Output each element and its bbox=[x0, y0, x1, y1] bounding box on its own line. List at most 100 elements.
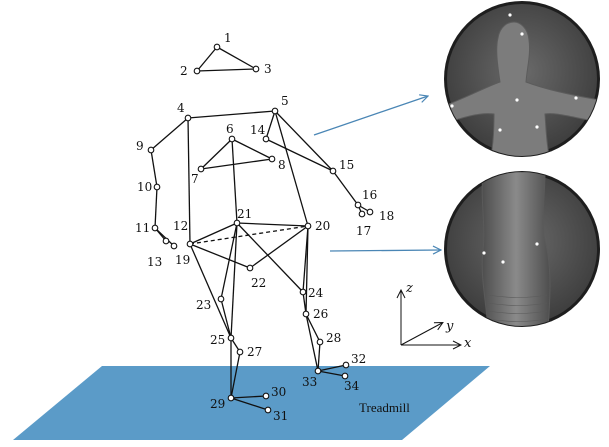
link-3-1 bbox=[216, 46, 257, 70]
marker-17 bbox=[358, 210, 366, 218]
marker-label-33: 33 bbox=[302, 375, 317, 389]
marker-31 bbox=[264, 406, 272, 414]
link-28-33 bbox=[317, 341, 321, 372]
link-4-9 bbox=[150, 117, 189, 151]
marker-8 bbox=[268, 155, 276, 163]
marker-label-25: 25 bbox=[210, 333, 225, 347]
link-14-15 bbox=[265, 138, 334, 172]
marker-25 bbox=[227, 334, 235, 342]
marker-9 bbox=[147, 146, 155, 154]
marker-32 bbox=[342, 361, 350, 369]
marker-label-14: 14 bbox=[250, 123, 266, 137]
marker-27 bbox=[236, 348, 244, 356]
marker-label-3: 3 bbox=[264, 62, 272, 76]
upper-body-scan-figure bbox=[445, 21, 599, 156]
marker-3 bbox=[252, 65, 260, 73]
marker-18 bbox=[366, 208, 374, 216]
link-4-19 bbox=[187, 117, 191, 245]
link-20-26 bbox=[305, 225, 309, 315]
link-29-31 bbox=[230, 397, 269, 411]
marker-label-28: 28 bbox=[326, 331, 341, 345]
marker-20 bbox=[304, 222, 312, 230]
arrow-to-lower-inset bbox=[329, 250, 441, 251]
marker-19 bbox=[186, 240, 194, 248]
marker-26 bbox=[302, 310, 310, 318]
marker-4 bbox=[184, 114, 192, 122]
marker-7 bbox=[197, 165, 205, 173]
link-1-2 bbox=[196, 46, 218, 72]
marker-5 bbox=[271, 107, 279, 115]
link-26-33 bbox=[305, 313, 319, 372]
link-11-13 bbox=[154, 227, 175, 247]
y-axis-label: y bbox=[445, 319, 454, 334]
link-24-26 bbox=[302, 291, 307, 315]
link-33-32 bbox=[317, 364, 347, 372]
link-19-25 bbox=[189, 243, 232, 339]
marker-label-4: 4 bbox=[177, 101, 185, 115]
marker-13 bbox=[170, 242, 178, 250]
marker-10 bbox=[153, 183, 161, 191]
marker-label-22: 22 bbox=[251, 276, 266, 290]
marker-label-5: 5 bbox=[281, 94, 289, 108]
link-19-21 bbox=[189, 222, 238, 245]
lower-body-scan-inset bbox=[444, 171, 600, 327]
link-6-21 bbox=[231, 138, 238, 224]
marker-24 bbox=[299, 288, 307, 296]
marker-33 bbox=[314, 367, 322, 375]
marker-34 bbox=[341, 372, 349, 380]
marker-28 bbox=[316, 338, 324, 346]
link-6-7 bbox=[200, 138, 233, 170]
link-21-24 bbox=[236, 222, 304, 293]
marker-30 bbox=[262, 392, 270, 400]
marker-label-31: 31 bbox=[273, 409, 288, 423]
link-27-29 bbox=[230, 351, 241, 399]
marker-2 bbox=[193, 67, 201, 75]
marker-label-2: 2 bbox=[180, 64, 188, 78]
link-19-22 bbox=[189, 243, 251, 269]
link-5-15 bbox=[274, 110, 334, 172]
marker-label-10: 10 bbox=[137, 180, 152, 194]
link-21-20 bbox=[236, 222, 309, 227]
marker-1 bbox=[213, 43, 221, 51]
marker-label-12: 12 bbox=[173, 219, 188, 233]
link-22-20 bbox=[249, 225, 309, 269]
marker-label-16: 16 bbox=[362, 188, 377, 202]
link-26-28 bbox=[305, 313, 321, 343]
x-axis-label: x bbox=[464, 336, 472, 351]
marker-label-17: 17 bbox=[356, 224, 371, 238]
marker-15 bbox=[329, 167, 337, 175]
marker-29 bbox=[227, 394, 235, 402]
link-15-16 bbox=[332, 170, 359, 206]
marker-label-29: 29 bbox=[210, 397, 225, 411]
link-23-25 bbox=[220, 298, 232, 339]
coordinate-axes: z y x bbox=[401, 281, 472, 351]
marker-12 bbox=[162, 237, 170, 245]
marker-label-8: 8 bbox=[278, 158, 286, 172]
marker-label-32: 32 bbox=[351, 352, 366, 366]
marker-label-11: 11 bbox=[135, 221, 150, 235]
marker-points bbox=[147, 43, 374, 414]
link-9-10 bbox=[150, 149, 158, 188]
link-4-5 bbox=[187, 110, 276, 119]
marker-14 bbox=[262, 135, 270, 143]
marker-label-21: 21 bbox=[237, 207, 252, 221]
marker-label-20: 20 bbox=[315, 219, 330, 233]
marker-label-13: 13 bbox=[147, 255, 162, 269]
marker-6 bbox=[228, 135, 236, 143]
link-21-25 bbox=[230, 222, 238, 339]
z-axis-label: z bbox=[405, 281, 413, 296]
marker-label-1: 1 bbox=[224, 31, 232, 45]
marker-11 bbox=[151, 224, 159, 232]
marker-16 bbox=[354, 201, 362, 209]
link-7-8 bbox=[200, 158, 273, 170]
link-5-20 bbox=[274, 110, 309, 227]
marker-label-34: 34 bbox=[344, 379, 360, 393]
link-21-23 bbox=[220, 222, 238, 300]
marker-links bbox=[150, 46, 371, 411]
marker-23 bbox=[217, 295, 225, 303]
link-5-14 bbox=[265, 110, 276, 140]
marker-label-23: 23 bbox=[196, 298, 211, 312]
link-33-34 bbox=[317, 370, 346, 377]
marker-label-27: 27 bbox=[247, 345, 262, 359]
